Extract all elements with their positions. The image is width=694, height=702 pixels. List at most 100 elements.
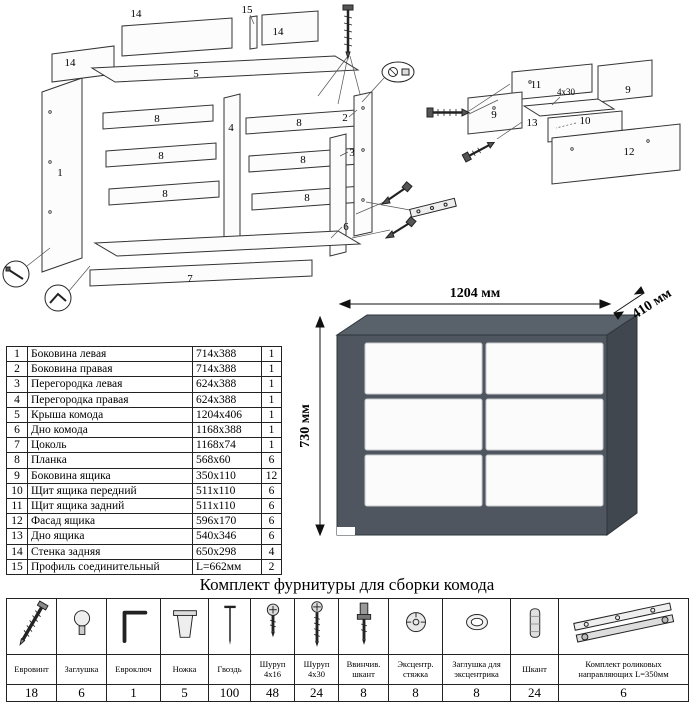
hardware-icons-row — [6, 598, 689, 655]
hw-icon-cell — [56, 598, 107, 655]
hw-name-cell: Шкант — [510, 654, 559, 685]
hw-name-cell: Заглушка для эксцентрика — [442, 654, 511, 685]
hexkey-icon — [122, 610, 147, 643]
dresser-top-face — [335, 314, 639, 336]
hw-name-cell: Комплект роликовых направляющих L=350мм — [558, 654, 689, 685]
part-number: 14 — [6, 543, 28, 560]
part-qty: 4 — [261, 543, 282, 560]
part-size: 1168x74 — [192, 437, 262, 454]
part-label-8: 8 — [304, 192, 310, 204]
drawer-front — [485, 342, 604, 395]
part-number: 11 — [6, 498, 28, 515]
part-6-bottom-panel — [93, 230, 362, 257]
part-15-profile — [249, 15, 258, 50]
hw-qty-cell: 24 — [294, 684, 339, 702]
part-number: 12 — [6, 513, 28, 530]
part-12-drawer-facade — [551, 123, 681, 185]
part-size: 714x388 — [192, 345, 262, 363]
height-dimension-label: 730 мм — [298, 404, 313, 448]
part-label-7: 7 — [187, 273, 193, 285]
part-label-8: 8 — [158, 150, 164, 162]
part-8-slat — [105, 142, 217, 168]
part-name: Стенка задняя — [27, 543, 193, 560]
part-label-4: 4 — [228, 122, 234, 134]
leader-lines — [26, 14, 577, 292]
hw-icon-cell — [338, 598, 389, 655]
part-label-8: 8 — [162, 188, 168, 200]
part-qty: 1 — [261, 437, 282, 454]
part-size: 511x110 — [192, 498, 262, 515]
hw-qty-cell: 18 — [6, 684, 57, 702]
part-number: 13 — [6, 528, 28, 545]
hardware-names-row: Евровинт Заглушка Евроключ Ножка Гвоздь … — [6, 654, 689, 685]
dresser-side-face — [606, 314, 638, 536]
hw-qty-cell: 1 — [106, 684, 161, 702]
part-number: 1 — [6, 345, 28, 363]
part-size: 511x110 — [192, 482, 262, 500]
hw-icon-cell — [388, 598, 443, 655]
plinth-notch — [337, 527, 355, 535]
part-size: 350x110 — [192, 467, 262, 484]
part-8-slat — [102, 104, 214, 130]
part-size: 1168x388 — [192, 422, 262, 439]
screw-4x16-icon — [266, 603, 279, 638]
hardware-qty-row: 18 6 1 5 100 48 24 8 8 8 24 6 — [6, 684, 689, 702]
part-qty: 1 — [261, 345, 282, 363]
hw-name-cell: Шуруп 4x30 — [294, 654, 339, 685]
hw-name-cell: Эксцентр. стяжка — [388, 654, 443, 685]
depth-dimension-label: 410 мм — [630, 286, 675, 323]
eccentric-cap-icon — [465, 614, 488, 631]
eccentric-detail-icon — [381, 61, 415, 83]
hw-name-cell: Евровинт — [6, 654, 57, 685]
part-label-6: 6 — [343, 221, 349, 233]
part-5-top-panel — [90, 55, 360, 83]
part-qty: 6 — [261, 513, 282, 530]
part-3-divider — [329, 133, 347, 257]
part-name: Фасад ящика — [27, 513, 193, 530]
leg-icon — [172, 610, 197, 638]
part-qty: 12 — [261, 467, 282, 484]
screw-4x30-icon — [310, 601, 323, 647]
hw-icon-cell — [294, 598, 339, 655]
screw-icon — [426, 107, 471, 118]
depth-dimension-arrow — [613, 286, 645, 320]
part-number: 8 — [6, 452, 28, 469]
part-1-side-panel — [41, 77, 83, 273]
hw-qty-cell: 48 — [250, 684, 295, 702]
part-name: Перегородка правая — [27, 391, 193, 408]
part-size: 540x346 — [192, 528, 262, 545]
drawer-front — [364, 454, 483, 507]
part-qty: 6 — [261, 498, 282, 515]
part-name: Щит ящика задний — [27, 498, 193, 515]
height-dimension-arrow — [315, 315, 325, 537]
part-name: Профиль соединительный — [27, 558, 193, 576]
part-size: 624x388 — [192, 376, 262, 393]
part-name: Цоколь — [27, 437, 193, 454]
part-14-back-panel — [121, 17, 233, 57]
drawer-front — [364, 398, 483, 451]
part-label-3: 3 — [349, 147, 355, 159]
rail-icon — [409, 197, 457, 218]
part-number: 2 — [6, 361, 28, 378]
cap-icon — [73, 610, 90, 635]
part-label-2: 2 — [342, 112, 348, 124]
drill-holes — [48, 80, 650, 214]
part-label-13: 13 — [527, 117, 539, 129]
part-name: Щит ящика передний — [27, 482, 193, 500]
drawer-front — [485, 454, 604, 507]
part-size: 596x170 — [192, 513, 262, 530]
hw-icon-cell — [510, 598, 559, 655]
part-name: Планка — [27, 452, 193, 469]
part-size: 624x388 — [192, 391, 262, 408]
screw-icon — [342, 4, 354, 60]
hw-icon-cell — [250, 598, 295, 655]
part-name: Дно ящика — [27, 528, 193, 545]
